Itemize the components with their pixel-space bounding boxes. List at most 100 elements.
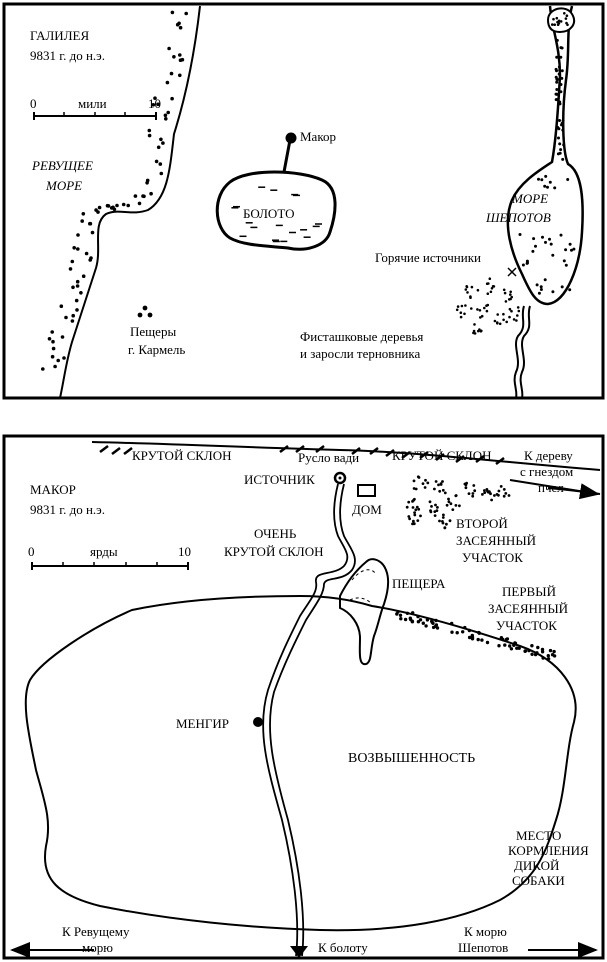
shrub-dot [412, 522, 416, 526]
pistachio-dot [490, 287, 494, 290]
first-field-label-3: УЧАСТОК [496, 618, 557, 633]
shrub-dot [443, 491, 447, 495]
field-dot [480, 638, 484, 642]
coast-dot [60, 335, 65, 339]
sea-dot [558, 100, 562, 104]
field-dot [541, 656, 545, 660]
island-dot [559, 20, 563, 23]
sea-dot [559, 55, 563, 59]
shrub-dot [464, 486, 468, 490]
shrub-dot [458, 504, 461, 508]
cliff-hatch [385, 449, 395, 457]
sea-dot [541, 235, 544, 239]
sea-dot [559, 83, 563, 86]
cliff-hatch [295, 445, 305, 453]
coast-dot [97, 205, 102, 210]
pistachio-dot [469, 295, 472, 298]
upland-outline [24, 594, 577, 932]
coast-dot [159, 171, 164, 176]
field-dot [467, 635, 472, 640]
sea-dot [566, 178, 570, 181]
pistachio-dot [509, 290, 512, 294]
field-dot [530, 644, 534, 648]
coast-dot [47, 337, 52, 341]
field-dot [523, 649, 528, 653]
shrub-dot [451, 508, 455, 511]
shrub-dot [438, 489, 442, 493]
sea-dot [557, 72, 561, 76]
roaring-sea-label-1: РЕВУЩЕЕ [31, 158, 93, 173]
field-dot [536, 645, 540, 650]
boar-label-1: МЕСТО [516, 828, 561, 843]
shrub-dot [411, 506, 415, 509]
second-field-label-1: ВТОРОЙ [456, 516, 508, 531]
pistachio-dot [476, 308, 479, 311]
sea-dot [558, 68, 562, 72]
shrub-dot [437, 483, 440, 487]
field-dot [552, 654, 557, 658]
coast-dot [165, 80, 170, 85]
coast-dot [59, 304, 64, 309]
pistachio-dot [508, 315, 511, 319]
cliff-hatch [419, 451, 429, 459]
to-swamp-label: К болоту [318, 940, 368, 955]
coast-dot [178, 25, 183, 30]
shrub-dot [421, 482, 425, 485]
shrub-dot [433, 514, 437, 517]
shrub-dot [504, 492, 508, 495]
hot-springs-marker [507, 267, 517, 277]
coast-dot [41, 367, 45, 371]
coast-dot [156, 145, 161, 150]
pistachio-dot [502, 312, 505, 316]
coast-dot [151, 103, 156, 107]
sea-dot [570, 248, 573, 252]
coast-dot [145, 178, 150, 183]
pistachio-dot [485, 304, 488, 308]
sea-dot [554, 92, 558, 96]
shrub-dot [454, 494, 458, 498]
shrub-dot [436, 506, 439, 509]
cliff-hatch [123, 447, 133, 455]
map-makor-frame [2, 434, 605, 960]
caves-label-2: г. Кармель [128, 342, 185, 357]
sea-dot [562, 143, 566, 147]
sea-dot [535, 283, 539, 287]
sea-dot [539, 288, 543, 291]
pistachio-dot [463, 312, 466, 316]
field-dot [410, 620, 415, 624]
field-dot [396, 610, 400, 614]
shrub-dot [412, 479, 416, 483]
scale-start-label: 0 [30, 96, 37, 111]
makor-connector [282, 139, 292, 173]
cliff-hatch [111, 447, 121, 455]
shrub-dot [413, 511, 416, 514]
shrub-dot [414, 487, 418, 491]
river-outflow-inner [519, 305, 531, 399]
coast-dot [75, 284, 80, 288]
coast-dot [51, 339, 55, 344]
sea-dot [560, 121, 564, 125]
shrub-dot [416, 519, 420, 522]
coastline [59, 5, 201, 399]
field-dot [425, 618, 430, 622]
pistachio-dot [507, 298, 511, 301]
coast-dot [76, 233, 80, 237]
cliff-hatch [455, 455, 465, 463]
whisper-sea-dots [518, 38, 576, 295]
sea-dot [525, 259, 529, 263]
sea-dot [521, 263, 525, 267]
shrub-dot [483, 491, 487, 494]
to-roaring-label-1: К Ревущему [62, 924, 130, 939]
shrub-dot [439, 483, 443, 486]
pistachio-dot [502, 288, 506, 292]
sea-dot [551, 290, 555, 294]
coast-dot [147, 133, 152, 138]
shrub-dot [493, 494, 496, 497]
field-dot [505, 637, 510, 641]
house-label: ДОМ [352, 502, 382, 517]
boar-label-3: ДИКОЙ [514, 858, 559, 873]
pistachio-dot [515, 319, 518, 322]
sea-dot [560, 285, 564, 289]
very-steep-label-1: ОЧЕНЬ [254, 526, 297, 541]
pistachio-dot [460, 304, 464, 308]
